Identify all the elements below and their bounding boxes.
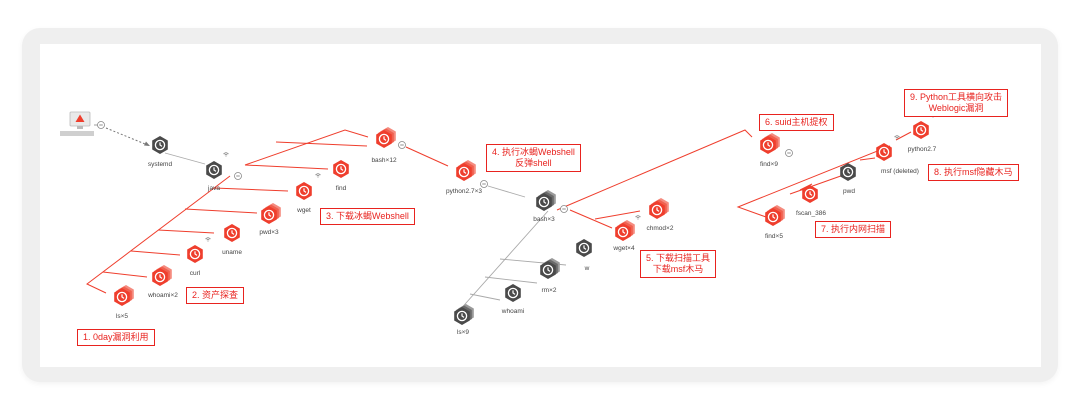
node-java[interactable]: java [205,152,229,192]
process-stack-icon [261,203,281,224]
process-stack-icon [152,265,172,286]
process-icon [223,223,241,243]
node-find5[interactable]: find×5 [765,205,785,240]
process-icon [332,159,350,179]
annotation-3: 3. 下载冰蝎Webshell [320,208,415,225]
process-stack-icon [760,133,780,154]
node-label: wget×4 [612,245,635,252]
node-bash3[interactable]: bash×3 [533,190,556,223]
node-label: whoami×2 [147,292,178,299]
network-icon [315,173,321,178]
node-ls9[interactable]: ls×9 [454,304,474,336]
annotation-8: 8. 执行msf隐藏木马 [928,164,1019,181]
node-bash12[interactable]: bash×12 [371,127,397,164]
node-label: systemd [148,161,173,168]
node-find9[interactable]: find×9 [760,133,780,168]
process-icon [575,238,593,258]
process-icon [839,162,857,182]
node-label: wget [296,207,311,214]
annotation-2: 2. 资产探查 [186,287,245,304]
node-label: pwd [843,188,855,195]
annotation-9: 9. Python工具横向攻击 Weblogic漏洞 [904,89,1009,117]
node-systemd[interactable]: systemd [148,135,173,168]
process-stack-icon [540,258,560,279]
annotation-5: 5. 下载扫描工具 下载msf木马 [640,250,717,278]
node-label: uname [222,249,242,256]
node-label: ls×5 [116,313,128,320]
node-pwd-right[interactable]: pwd [839,162,857,195]
node-rm2[interactable]: rm×2 [540,258,560,294]
node-label: curl [190,270,201,277]
node-label: find×5 [765,233,783,240]
process-stack-icon [114,285,134,306]
node-ls5[interactable]: ls×5 [114,285,134,320]
node-whoami2[interactable]: whoami×2 [147,265,178,299]
node-wget4[interactable]: wget×4 [612,215,641,252]
collapse-toggle-icon[interactable] [97,121,105,129]
node-python27[interactable]: python2.7 [908,113,937,153]
annotation-1: 1. 0day漏洞利用 [77,329,155,346]
node-whoami[interactable]: whoami [501,283,524,315]
node-wget[interactable]: wget [295,173,321,214]
node-label: python2.7×3 [446,188,482,195]
process-stack-icon [536,190,556,211]
process-icon [205,160,223,180]
process-icon [912,120,930,140]
red-edges [86,129,912,294]
node-label: python2.7 [908,146,937,153]
node-label: java [207,185,220,192]
node-label: msf (deleted) [881,168,919,175]
node-w[interactable]: w [575,238,593,272]
annotation-4: 4. 执行冰蝎Webshell 反弹shell [486,144,581,172]
node-label: w [584,265,590,272]
node-find-top[interactable]: find [332,159,350,192]
host-monitor-icon [60,111,94,136]
node-msf[interactable]: msf (deleted) [875,135,919,175]
process-icon [504,283,522,303]
process-stack-icon [456,160,476,181]
node-chmod2[interactable]: chmod×2 [647,198,674,232]
process-stack-icon [454,304,474,325]
node-label: rm×2 [542,287,557,294]
node-label: ls×9 [457,329,469,336]
process-icon [295,181,313,201]
process-icon [151,135,169,155]
process-stack-icon [615,220,635,241]
node-label: bash×3 [533,216,555,223]
node-label: find [336,185,347,192]
annotation-7: 7. 执行内网扫描 [815,221,892,238]
process-stack-icon [765,205,785,226]
node-label: whoami [501,308,524,315]
node-pwd3[interactable]: pwd×3 [259,203,280,236]
network-icon [635,215,641,220]
node-python23[interactable]: python2.7×3 [446,160,482,195]
node-curl[interactable]: curl [186,237,211,277]
node-fscan[interactable]: fscan_386 [796,184,826,217]
node-label: find×9 [760,161,778,168]
annotation-6: 6. suid主机提权 [759,114,834,131]
network-icon [205,237,211,242]
node-label: chmod×2 [647,225,674,232]
process-stack-icon [649,198,669,219]
network-icon [223,152,229,157]
process-icon [186,244,204,264]
node-label: fscan_386 [796,210,826,217]
node-label: pwd×3 [259,229,279,236]
process-stack-icon [376,127,396,148]
node-uname[interactable]: uname [222,223,242,256]
node-label: bash×12 [371,157,397,164]
